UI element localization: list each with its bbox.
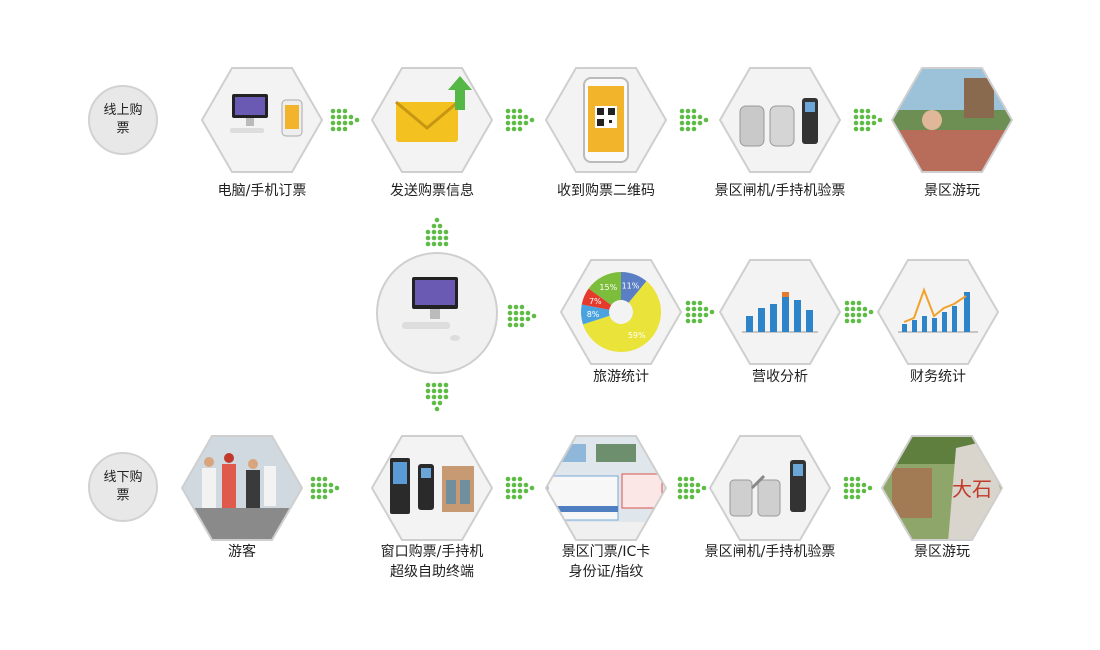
arrow-right-icon (679, 108, 709, 132)
arrow-right-icon (505, 108, 535, 132)
step-label: 游客 (228, 544, 256, 560)
arrow-right-icon (844, 300, 874, 324)
ticket-icon (546, 436, 666, 540)
hex-offline-4 (708, 435, 832, 541)
hex-online-3 (544, 67, 668, 173)
pie-slice-label: 11% (622, 282, 640, 291)
pie-slice (588, 272, 621, 305)
online-badge: 线上购票 (88, 85, 158, 155)
combo-chart-icon (898, 287, 978, 333)
step-label: 发送购票信息 (390, 183, 474, 199)
arrow-right-icon (310, 476, 340, 500)
hex-online-4 (718, 67, 842, 173)
computer-icon (402, 277, 460, 341)
kiosk-icon (390, 458, 474, 514)
step-label: 旅游统计 (593, 369, 649, 385)
bar-chart-icon (742, 292, 818, 333)
hex-center-1: 11% 59% 8% 7% 15% (559, 259, 683, 365)
step-label: 景区游玩 (924, 183, 980, 199)
arrow-up-icon (425, 217, 449, 247)
phone-icon (281, 99, 303, 137)
phone-qrcode-icon (583, 77, 629, 163)
hex-offline-3 (544, 435, 668, 541)
hex-offline-2 (370, 435, 494, 541)
arrow-right-icon (330, 108, 360, 132)
step-label: 收到购票二维码 (557, 183, 655, 199)
scenic-photo-icon: 大石 (882, 436, 1002, 540)
step-label: 电脑/手机订票 (217, 183, 307, 199)
step-label: 营收分析 (752, 369, 808, 385)
arrow-right-icon (507, 304, 537, 328)
arrow-right-icon (843, 476, 873, 500)
hex-offline-5: 大石 (880, 435, 1004, 541)
pie-slice (621, 272, 647, 303)
pie-slice (582, 281, 661, 352)
hex-center-3 (876, 259, 1000, 365)
arrow-right-icon (685, 300, 715, 324)
computer-icon (230, 94, 268, 133)
hex-online-2 (370, 67, 494, 173)
hex-offline-1 (180, 435, 304, 541)
step-label: 景区闸机/手持机验票 (714, 183, 846, 199)
step-label: 景区门票/IC卡 身份证/指纹 (561, 544, 651, 580)
offline-badge: 线下购票 (88, 452, 158, 522)
pie-slice-label: 7% (589, 297, 602, 306)
pie-slice (581, 288, 612, 310)
step-label: 窗口购票/手持机 超级自助终端 (380, 544, 484, 580)
pie-slice (581, 304, 610, 325)
arrow-right-icon (853, 108, 883, 132)
pie-slice-label: 15% (599, 283, 617, 292)
scenic-photo-icon (892, 68, 1012, 172)
pie-chart-icon: 11% 59% 8% 7% 15% (581, 272, 661, 352)
central-computer-circle (376, 252, 498, 374)
pie-slice-label: 8% (587, 310, 600, 319)
arrow-down-icon (425, 382, 449, 412)
turnstile-icon (739, 98, 818, 147)
svg-text:大石: 大石 (952, 477, 992, 501)
hex-online-5 (890, 67, 1014, 173)
step-label: 景区游玩 (914, 544, 970, 560)
arrow-right-icon (677, 476, 707, 500)
pie-slice-label: 59% (628, 331, 646, 340)
tourists-photo-icon (182, 436, 302, 540)
turnstile-icon (729, 460, 806, 517)
hex-online-1 (200, 67, 324, 173)
envelope-icon (395, 76, 472, 142)
step-label: 财务统计 (910, 369, 966, 385)
step-label: 景区闸机/手持机验票 (704, 544, 836, 560)
hex-center-2 (718, 259, 842, 365)
arrow-right-icon (505, 476, 535, 500)
